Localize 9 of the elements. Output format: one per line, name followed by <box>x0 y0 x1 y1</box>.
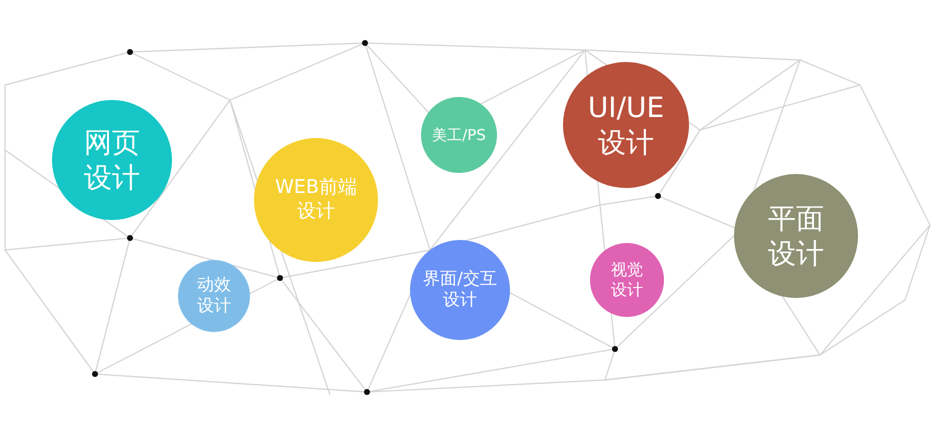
node-label: 网页设计 <box>83 125 141 195</box>
node-label: UI/UE设计 <box>586 90 666 160</box>
node-label: 动效设计 <box>196 274 232 318</box>
node-label: 界面/交互设计 <box>422 268 498 312</box>
circle-node <box>421 97 497 173</box>
node-label: 平面设计 <box>767 201 825 271</box>
node-label: 视觉设计 <box>610 260 644 300</box>
node-label: 美工/PS <box>431 126 487 144</box>
node-label: WEB前端设计 <box>274 176 358 224</box>
